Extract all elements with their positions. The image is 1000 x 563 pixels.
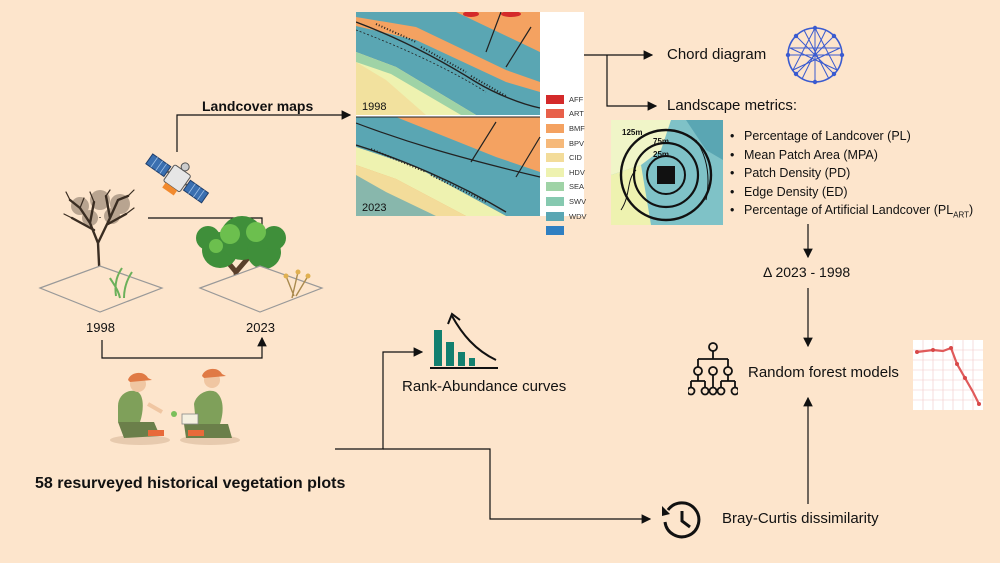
map-year-top: 1998 — [362, 101, 386, 113]
legend-label: HDV — [569, 167, 585, 177]
bare-tree-icon — [63, 189, 135, 286]
arrow-maps-to-metrics — [606, 55, 658, 111]
metric-subscript: ART — [953, 210, 970, 220]
legend-item: BPV — [546, 136, 587, 151]
legend-swatch — [546, 196, 564, 206]
legend-item: AFF — [546, 92, 587, 107]
legend-item: WDV — [546, 209, 587, 224]
year-2023-label: 2023 — [246, 320, 275, 335]
legend-item: HDV — [546, 165, 587, 180]
legend-swatch — [546, 211, 564, 221]
buffer-middle-label: 75m — [653, 137, 669, 146]
landscape-metrics-label: Landscape metrics: — [667, 97, 798, 114]
legend-item: ART — [546, 107, 587, 122]
plot-1998-square — [38, 265, 164, 313]
legend-label: BMF — [569, 123, 585, 133]
map-1998: 1998 — [355, 11, 541, 115]
metric-item: Edge Density (ED) — [730, 183, 973, 202]
legend-label: AFF — [569, 94, 584, 104]
map-year-bottom: 2023 — [362, 202, 386, 214]
plots-label: 58 resurveyed historical vegetation plot… — [35, 475, 346, 492]
decision-tree-icon — [688, 342, 738, 396]
legend-item — [546, 223, 587, 238]
metric-label: Percentage of Artificial Landcover (PL — [744, 203, 954, 217]
metric-suffix: ) — [969, 203, 974, 217]
arrow-1998-to-2023 — [101, 336, 267, 359]
legend-swatch — [546, 226, 564, 236]
green-tree-icon — [196, 216, 286, 303]
legend-swatch — [546, 167, 564, 177]
year-1998-label: 1998 — [86, 320, 115, 335]
chord-diagram-label: Chord diagram — [667, 46, 767, 63]
legend-swatch — [546, 109, 564, 119]
landcover-map-panel: 1998 2023 AFF ART BMF BPV CID HDV SEA SW… — [355, 11, 587, 236]
metric-item: Percentage of Artificial Landcover (PLAR… — [730, 201, 973, 220]
metric-label: Mean Patch Area (MPA) — [744, 147, 878, 162]
history-clock-icon — [662, 501, 701, 539]
plot-2023-square — [198, 265, 324, 313]
rank-abundance-icon — [430, 312, 498, 369]
rank-abundance-label: Rank-Abundance curves — [402, 378, 567, 395]
buffer-outer-label: 125m — [622, 128, 642, 137]
arrow-plots-to-rank — [335, 347, 424, 450]
legend-label: BPV — [569, 138, 585, 148]
landcover-maps-label: Landcover maps — [202, 98, 314, 114]
buffer-inner-label: 25m — [653, 150, 669, 159]
buffer-rings-map: 125m 75m 25m — [611, 120, 723, 225]
legend-item: BMF — [546, 121, 587, 136]
legend-item: SEA — [546, 180, 587, 195]
legend-label: SWV — [569, 196, 587, 206]
metric-item: Patch Density (PD) — [730, 164, 973, 183]
legend-label: WDV — [569, 211, 587, 221]
legend-label: SEA — [569, 182, 585, 192]
metric-item: Percentage of Landcover (PL) — [730, 127, 973, 146]
field-workers-illustration — [110, 368, 240, 445]
legend-swatch — [546, 138, 564, 148]
delta-label: Δ 2023 - 1998 — [763, 264, 851, 280]
legend-swatch — [546, 123, 564, 133]
legend-item: CID — [546, 150, 587, 165]
metric-label: Percentage of Landcover (PL) — [744, 129, 911, 143]
metric-label: Edge Density (ED) — [744, 184, 848, 199]
legend-swatch — [546, 153, 564, 163]
legend-item: SWV — [546, 194, 587, 209]
random-forest-label: Random forest models — [748, 364, 899, 381]
legend-label: ART — [569, 109, 584, 119]
legend-swatch — [546, 94, 564, 104]
metrics-list: Percentage of Landcover (PL) Mean Patch … — [730, 127, 973, 220]
random-forest-plot-thumbnail — [913, 340, 983, 410]
chord-diagram-icon — [785, 25, 845, 85]
metric-item: Mean Patch Area (MPA) — [730, 146, 973, 165]
landcover-maps-illustration: 1998 2023 — [355, 11, 541, 216]
arrow-satellite-to-maps — [176, 110, 352, 152]
legend-label: CID — [569, 153, 582, 163]
metric-label: Patch Density (PD) — [744, 166, 851, 180]
arrow-plots-to-bc — [383, 448, 652, 524]
map-2023: 2023 — [355, 116, 541, 216]
legend-swatch — [546, 182, 564, 192]
map-legend: AFF ART BMF BPV CID HDV SEA SWV WDV — [546, 92, 587, 238]
bray-curtis-label: Bray-Curtis dissimilarity — [722, 510, 879, 527]
satellite-icon — [145, 153, 210, 204]
